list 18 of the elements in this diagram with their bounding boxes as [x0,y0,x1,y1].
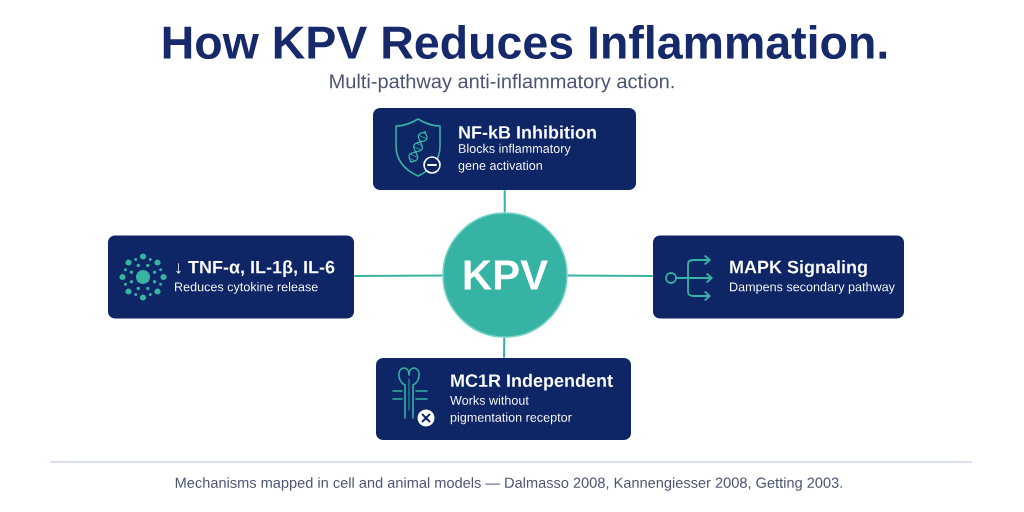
pathway-box [653,235,904,319]
connector-line [353,274,444,278]
description: Works without pigmentation receptor [450,395,572,425]
heading: MC1R Independent [451,373,613,391]
connector-line [503,189,506,214]
heading: NF-kB Inhibition [459,125,596,139]
heading: ↓ TNF-α, IL-1β, IL-6 [176,260,335,277]
description: Reduces cytokine release [175,282,318,294]
connector-line [566,274,654,278]
pathway-box [373,108,636,190]
pathway-box [376,358,631,440]
title: How KPV Reduces Inflammation. [163,24,887,60]
connector-line [503,336,506,359]
description: Blocks inflammatory gene activation [458,143,571,173]
heading: MAPK Signaling [730,260,867,278]
description: Dampens secondary pathway [730,282,895,294]
caption: Mechanisms mapped in cell and animal models — Dalmasso 2008, Kannengiesser 2008, Getting 2003. [175,477,842,491]
pathway-box [108,235,354,319]
